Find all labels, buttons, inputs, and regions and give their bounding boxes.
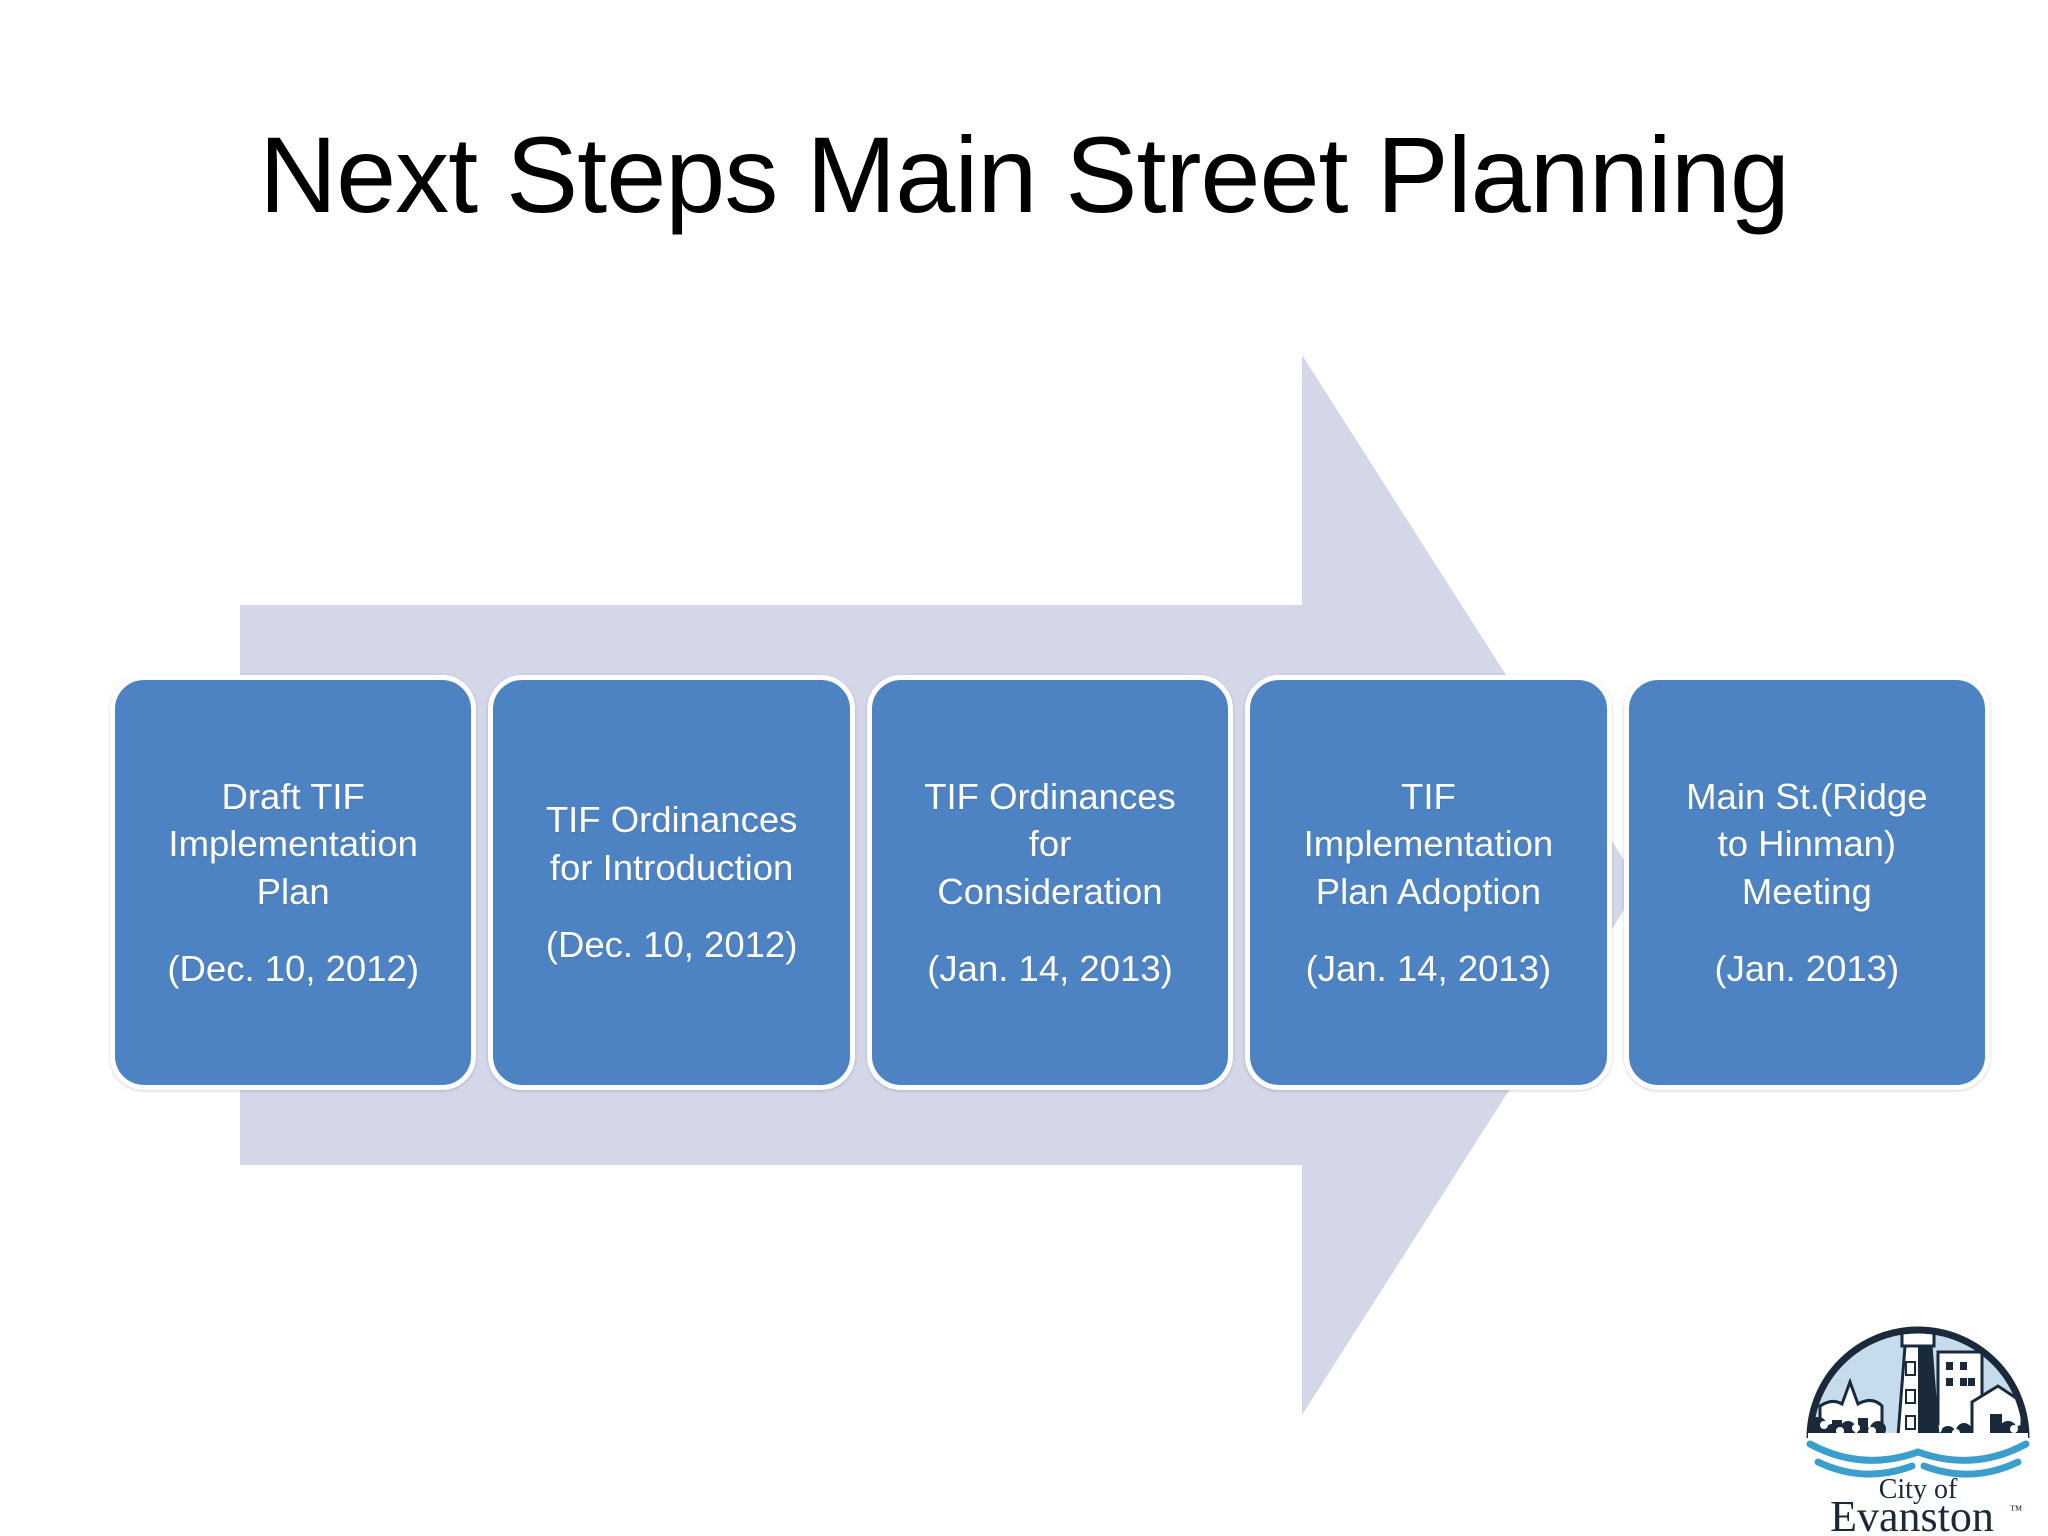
process-steps-row: Draft TIF Implementation Plan (Dec. 10, …: [110, 675, 1991, 1090]
step-3-date: (Jan. 14, 2013): [927, 947, 1173, 989]
step-2-title: TIF Ordinances for Introduction: [545, 799, 798, 888]
page-title: Next Steps Main Street Planning: [259, 114, 1790, 235]
step-2-date: (Dec. 10, 2012): [545, 924, 798, 966]
step-1-title: Draft TIF Implementation Plan: [168, 775, 418, 912]
logo-trademark-text: ™: [2010, 1502, 2023, 1517]
step-5-title: Main St.(Ridge to Hinman) Meeting: [1686, 775, 1928, 912]
process-step-2[interactable]: TIF Ordinances for Introduction (Dec. 10…: [488, 675, 855, 1090]
city-of-evanston-logo: City of Evanston ™: [1802, 1286, 2034, 1534]
process-step-3[interactable]: TIF Ordinances for Consideration (Jan. 1…: [866, 675, 1234, 1090]
step-4-date: (Jan. 14, 2013): [1305, 947, 1552, 989]
step-4-title: TIF Implementation Plan Adoption: [1303, 775, 1554, 912]
step-5-date: (Jan. 2013): [1714, 947, 1900, 989]
logo-evanston-text: Evanston: [1830, 1492, 1994, 1534]
process-step-5[interactable]: Main St.(Ridge to Hinman) Meeting (Jan. …: [1623, 675, 1991, 1090]
lighthouse-scene-icon: [1812, 1330, 2024, 1438]
process-step-1[interactable]: Draft TIF Implementation Plan (Dec. 10, …: [110, 675, 477, 1090]
step-1-date: (Dec. 10, 2012): [167, 947, 419, 989]
wave-icon: [1806, 1440, 2030, 1478]
step-3-title: TIF Ordinances for Consideration: [924, 775, 1176, 912]
process-step-4[interactable]: TIF Implementation Plan Adoption (Jan. 1…: [1245, 675, 1612, 1090]
logo-city-of-text: City of: [1879, 1474, 1958, 1505]
